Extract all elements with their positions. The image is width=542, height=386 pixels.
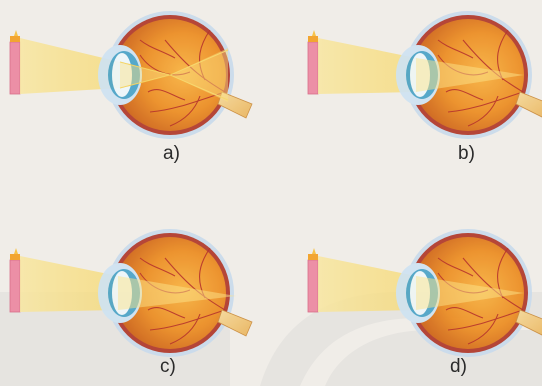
candle-icon xyxy=(308,30,318,94)
panel-label-b: b) xyxy=(458,143,475,165)
panel-label-c: c) xyxy=(160,356,176,378)
candle-icon xyxy=(308,248,318,312)
panel-a xyxy=(10,11,252,139)
candle-icon xyxy=(10,248,20,312)
panel-label-d: d) xyxy=(450,356,467,378)
panel-label-a: a) xyxy=(163,143,180,165)
panel-b xyxy=(308,11,542,139)
candle-icon xyxy=(10,30,20,94)
